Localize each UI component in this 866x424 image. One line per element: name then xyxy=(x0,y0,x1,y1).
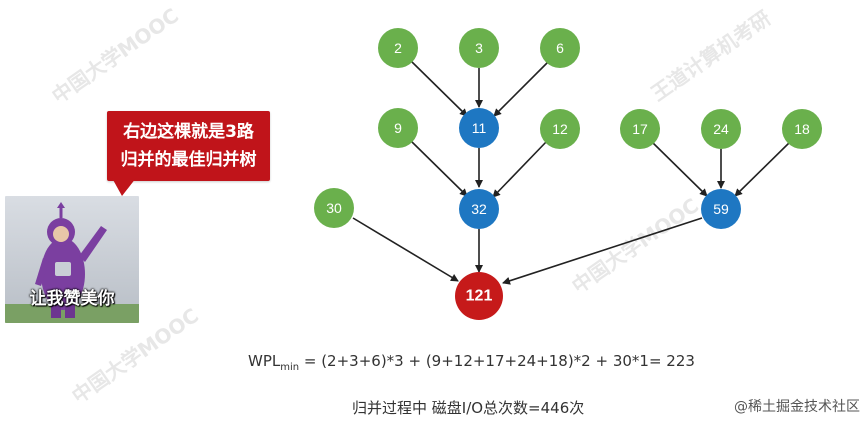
leaf-node-label: 30 xyxy=(326,200,342,216)
wpl-formula-base: WPL xyxy=(248,352,281,370)
leaf-node: 24 xyxy=(701,109,741,149)
leaf-node: 18 xyxy=(782,109,822,149)
edge-2-to-11 xyxy=(410,60,468,117)
leaf-node-label: 3 xyxy=(475,40,483,56)
speech-bubble-line: 归并的最佳归并树 xyxy=(120,150,257,170)
speech-bubble-tail xyxy=(112,178,136,196)
internal-node-label: 59 xyxy=(713,201,729,217)
leaf-node: 3 xyxy=(459,28,499,68)
internal-node: 32 xyxy=(459,189,499,229)
source-credit: @稀土掘金技术社区 xyxy=(734,399,860,415)
leaf-node-label: 9 xyxy=(394,120,402,136)
meme-image: 让我赞美你 xyxy=(5,196,139,323)
leaf-node: 6 xyxy=(540,28,580,68)
leaf-node: 17 xyxy=(620,109,660,149)
leaf-node: 30 xyxy=(314,188,354,228)
leaf-node-label: 18 xyxy=(794,121,810,137)
edge-30-to-121 xyxy=(352,217,459,282)
edge-59-to-121 xyxy=(502,217,703,285)
meme-caption: 让我赞美你 xyxy=(29,289,115,309)
wpl-formula-subscript: min xyxy=(280,362,300,373)
wpl-formula-expression: = (2+3+6)*3 + (9+12+17+24+18)*2 + 30*1= … xyxy=(299,352,695,370)
leaf-node-label: 6 xyxy=(556,40,564,56)
edge-6-to-11 xyxy=(493,60,550,117)
internal-node: 11 xyxy=(459,108,499,148)
disk-io-count-text: 归并过程中 磁盘I/O总次数=446次 xyxy=(352,399,585,417)
leaf-node-label: 12 xyxy=(552,121,568,137)
leaf-node-label: 24 xyxy=(713,121,729,137)
root-node-label: 121 xyxy=(466,288,493,305)
leaf-node-label: 17 xyxy=(632,121,648,137)
root-node: 121 xyxy=(455,272,503,320)
edge-18-to-59 xyxy=(734,141,791,197)
internal-node: 59 xyxy=(701,189,741,229)
leaf-node: 9 xyxy=(378,108,418,148)
edge-9-to-32 xyxy=(410,140,468,197)
speech-bubble-line: 右边这棵就是3路 xyxy=(123,122,254,142)
edge-17-to-59 xyxy=(651,141,708,197)
leaf-node: 2 xyxy=(378,28,418,68)
speech-bubble: 右边这棵就是3路 归并的最佳归并树 xyxy=(107,111,270,181)
internal-node-label: 32 xyxy=(471,201,487,217)
tree-edges xyxy=(352,60,791,285)
internal-node-label: 11 xyxy=(472,120,487,136)
leaf-node-label: 2 xyxy=(394,40,402,56)
wpl-formula: WPLmin = (2+3+6)*3 + (9+12+17+24+18)*2 +… xyxy=(248,352,695,373)
leaf-node: 12 xyxy=(540,109,580,149)
teletubby-figure-illustration xyxy=(5,196,139,323)
edge-12-to-32 xyxy=(492,140,548,198)
